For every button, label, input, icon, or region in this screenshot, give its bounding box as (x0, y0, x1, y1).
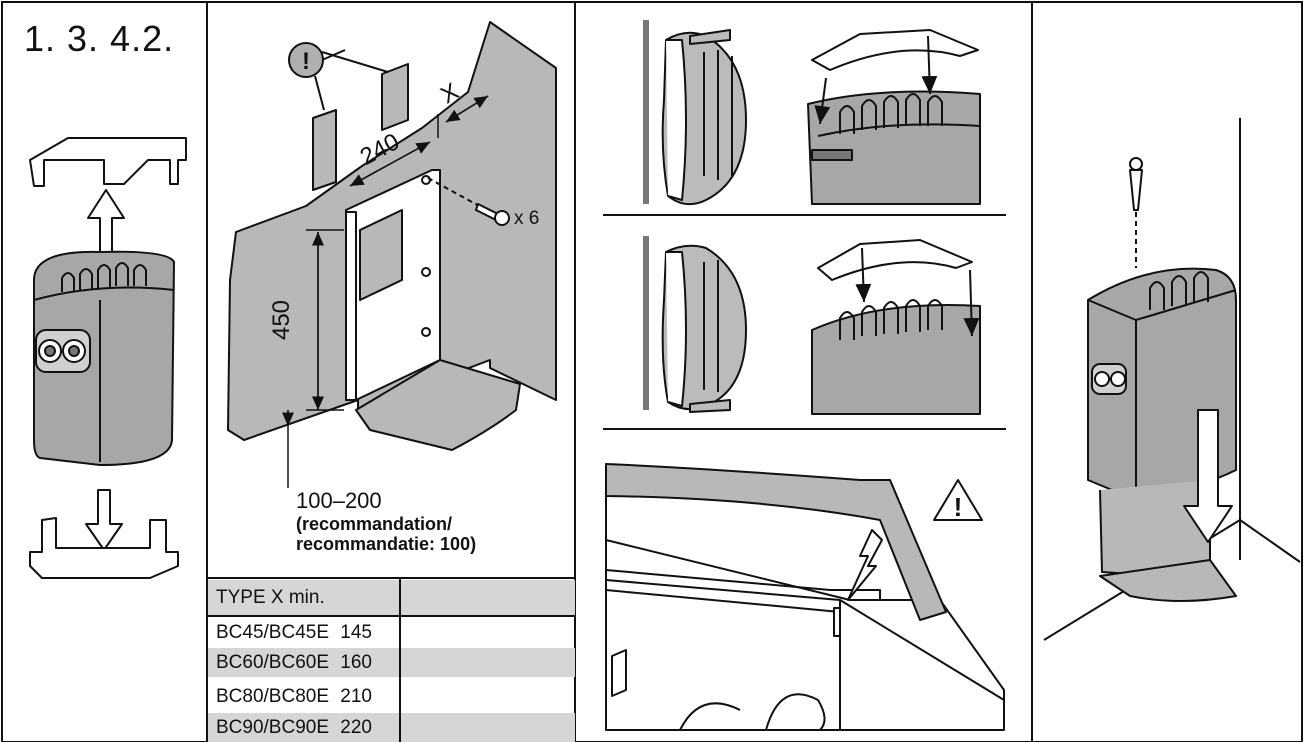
table-xmin: 160 (340, 652, 372, 673)
recommendation-line1: (recommandation/ (296, 514, 453, 534)
table-type: BC45/BC45E (216, 622, 330, 643)
table-row: BC90/BC90E 220 (208, 713, 575, 742)
table-xmin: 145 (340, 622, 372, 643)
arrow-down-icon (85, 489, 123, 551)
panel2-wall-mount (227, 21, 557, 488)
top-cover (29, 137, 187, 187)
warning-mark: ! (954, 492, 963, 522)
screw-icon (427, 177, 510, 226)
arrow-up-icon (87, 189, 125, 253)
warning-triangle-icon (933, 479, 983, 521)
caution-icon (288, 42, 389, 111)
table-type: BC90/BC90E (216, 717, 330, 738)
panel3-side-views (605, 20, 1005, 731)
panel1-heater (29, 137, 187, 579)
table-type: BC80/BC80E (216, 686, 330, 707)
floor-gap: 100–200 (296, 488, 382, 513)
table-row: BC45/BC45E 145 (208, 618, 575, 647)
dim-450: 450 (268, 299, 296, 341)
table-column-divider (399, 578, 401, 742)
bottom-tray (29, 517, 179, 579)
recommendation-line2: recommandatie: 100) (296, 534, 477, 554)
table-header: TYPE X min. (208, 580, 575, 615)
panel4-final (1043, 118, 1301, 641)
table-row: BC60/BC60E 160 (208, 648, 575, 677)
table-row: BC80/BC80E 210 (208, 682, 575, 711)
table-xmin: 210 (340, 686, 372, 707)
step-number: 1. 3. 4.2. (24, 18, 175, 59)
table-type: BC60/BC60E (216, 652, 330, 673)
screw-count: x 6 (514, 208, 540, 229)
table-xmin: 220 (340, 717, 372, 738)
caution-mark: ! (302, 48, 310, 75)
